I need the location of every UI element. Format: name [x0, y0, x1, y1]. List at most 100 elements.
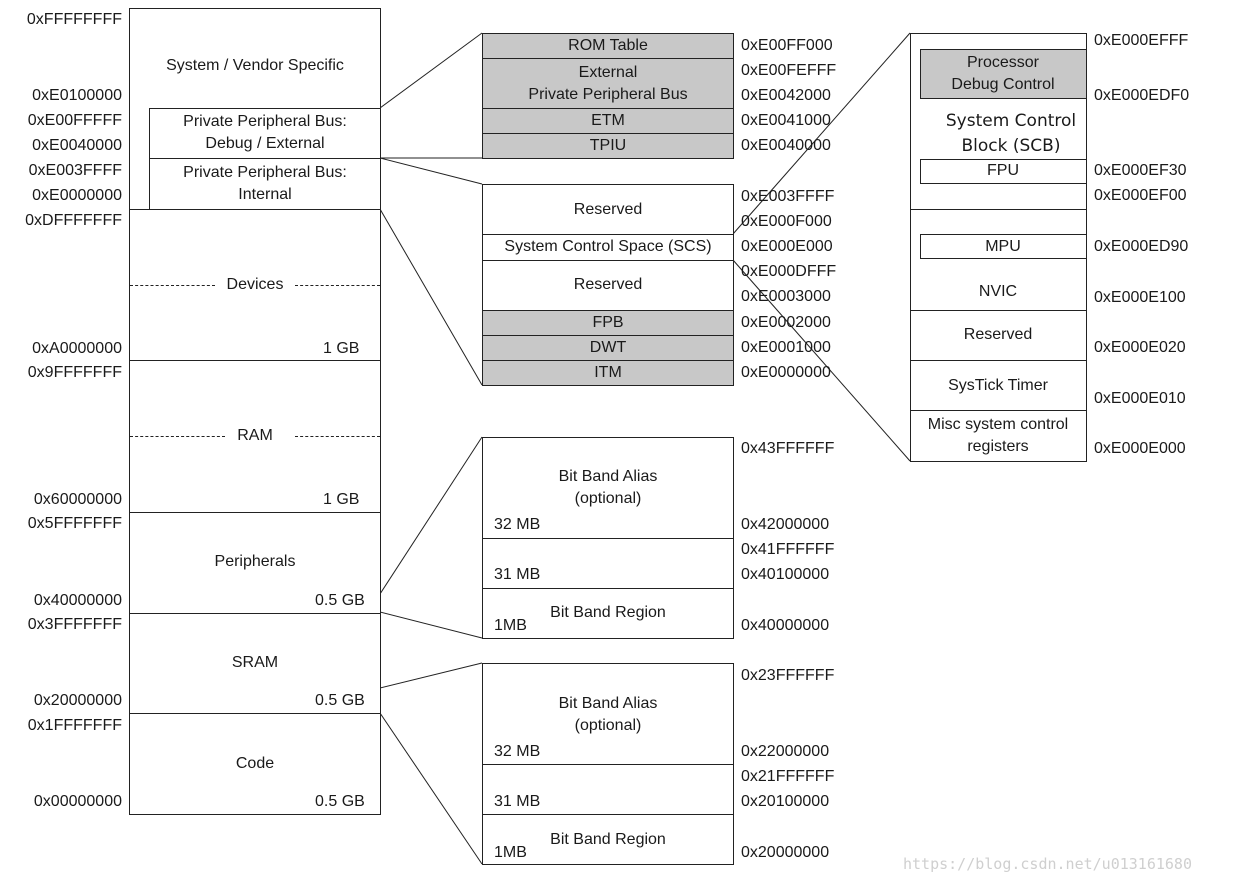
label-dwt: DWT — [589, 339, 627, 356]
label-sram: SRAM — [231, 654, 279, 671]
address-label: 0x20000000 — [741, 844, 830, 861]
label-mpu: MPU — [985, 238, 1021, 255]
block-processor-debug-control — [920, 49, 1087, 99]
label-bitband-alias: Bit Band Alias (optional) — [558, 468, 658, 507]
label-fpb: FPB — [592, 314, 624, 331]
size-bitband-alias: 32 MB — [494, 743, 541, 760]
address-label: 0xE000F000 — [741, 213, 832, 230]
size-bitband-gap: 31 MB — [494, 793, 541, 810]
label-scs: System Control Space (SCS) — [504, 238, 712, 255]
connector-line — [379, 32, 483, 109]
address-label: 0xFFFFFFFF — [26, 11, 122, 28]
address-label: 0x42000000 — [741, 516, 830, 533]
label-scb: System Control Block (SCB) — [945, 111, 1077, 156]
address-label: 0xE000E100 — [1094, 289, 1186, 306]
address-label: 0x9FFFFFFF — [27, 364, 122, 381]
address-label: 0xE0003000 — [741, 288, 831, 305]
watermark: https://blog.csdn.net/u013161680 — [903, 855, 1192, 873]
address-label: 0xE003FFFF — [28, 162, 122, 179]
connector-line — [379, 436, 483, 595]
address-label: 0x40000000 — [741, 617, 830, 634]
connector-line — [379, 712, 483, 865]
address-label: 0xE0042000 — [741, 87, 831, 104]
block-bitband-gap-sram — [482, 764, 734, 815]
size-code: 0.5 GB — [315, 793, 365, 810]
address-label: 0xE0000000 — [741, 364, 831, 381]
connector-line — [379, 208, 483, 386]
scs-mpu-nvic-area — [910, 209, 1087, 311]
label-bitband-region: Bit Band Region — [550, 831, 666, 848]
label-nvic: NVIC — [978, 283, 1018, 300]
address-label: 0xE0040000 — [32, 137, 122, 154]
address-label: 0xE003FFFF — [741, 188, 835, 205]
address-label: 0xE000E000 — [741, 238, 833, 255]
address-label: 0xE00FEFFF — [741, 62, 837, 79]
address-label: 0x23FFFFFF — [741, 667, 835, 684]
address-label: 0x3FFFFFFF — [27, 616, 122, 633]
label-misc-registers: Misc system control registers — [927, 416, 1069, 455]
address-label: 0xE0041000 — [741, 112, 831, 129]
address-label: 0x1FFFFFFF — [27, 717, 122, 734]
label-devices: Devices — [226, 276, 284, 293]
address-label: 0xE00FF000 — [741, 37, 833, 54]
block-reserved-upper — [482, 184, 734, 235]
size-ram: 1 GB — [323, 491, 360, 508]
label-bitband-alias: Bit Band Alias (optional) — [558, 695, 658, 734]
address-label: 0xE000E000 — [1094, 440, 1186, 457]
divider-devices-left — [130, 285, 215, 286]
region-sram — [129, 613, 381, 714]
address-label: 0xE000E010 — [1094, 390, 1186, 407]
block-rom-table — [482, 33, 734, 59]
address-label: 0x40000000 — [33, 592, 122, 609]
address-label: 0x21FFFFFF — [741, 768, 835, 785]
block-bitband-alias-sram — [482, 663, 734, 765]
address-label: 0xE000ED90 — [1094, 238, 1189, 255]
address-label: 0xE0040000 — [741, 137, 831, 154]
connector-line — [379, 662, 483, 689]
label-systick: SysTick Timer — [948, 377, 1048, 394]
label-processor-debug-control: Processor Debug Control — [951, 54, 1055, 93]
label-ppb-debug: Private Peripheral Bus: Debug / External — [183, 113, 347, 152]
block-bitband-region-sram — [482, 814, 734, 865]
label-reserved-upper: Reserved — [573, 201, 643, 218]
address-label: 0x43FFFFFF — [741, 440, 835, 457]
address-label: 0x5FFFFFFF — [27, 515, 122, 532]
block-bitband-gap-peripheral — [482, 538, 734, 589]
label-external-ppb: External Private Peripheral Bus — [528, 64, 688, 103]
address-label: 0xA0000000 — [32, 340, 122, 357]
block-bitband-region-peripheral — [482, 588, 734, 639]
address-label: 0xE0001000 — [741, 339, 831, 356]
size-bitband-region: 1MB — [494, 844, 527, 861]
size-peripherals: 0.5 GB — [315, 592, 365, 609]
divider-ram-right — [295, 436, 380, 437]
block-external-ppb — [482, 58, 734, 109]
label-ppb-internal: Private Peripheral Bus: Internal — [183, 164, 347, 203]
divider-ram-left — [130, 436, 225, 437]
size-bitband-gap: 31 MB — [494, 566, 541, 583]
block-misc-registers — [910, 410, 1087, 462]
block-bitband-alias-peripheral — [482, 437, 734, 539]
address-label: 0x20000000 — [33, 692, 122, 709]
address-label: 0xE000EF00 — [1094, 187, 1187, 204]
address-label: 0xE0000000 — [32, 187, 122, 204]
divider-devices-right — [295, 285, 380, 286]
block-itm — [482, 360, 734, 386]
region-peripherals — [129, 512, 381, 614]
label-tpiu: TPIU — [589, 137, 627, 154]
label-code: Code — [235, 755, 275, 772]
block-mpu — [920, 234, 1087, 259]
address-label: 0x41FFFFFF — [741, 541, 835, 558]
size-bitband-alias: 32 MB — [494, 516, 541, 533]
size-bitband-region: 1MB — [494, 617, 527, 634]
label-scs-reserved: Reserved — [963, 326, 1033, 343]
address-label: 0xE0002000 — [741, 314, 831, 331]
label-system: System / Vendor Specific — [166, 57, 344, 74]
label-ram: RAM — [237, 427, 273, 444]
address-label: 0x20100000 — [741, 793, 830, 810]
address-label: 0x00000000 — [33, 793, 122, 810]
address-label: 0x22000000 — [741, 743, 830, 760]
connector-line — [379, 157, 483, 185]
label-reserved-lower: Reserved — [573, 276, 643, 293]
address-label: 0xE000DFFF — [741, 263, 837, 280]
